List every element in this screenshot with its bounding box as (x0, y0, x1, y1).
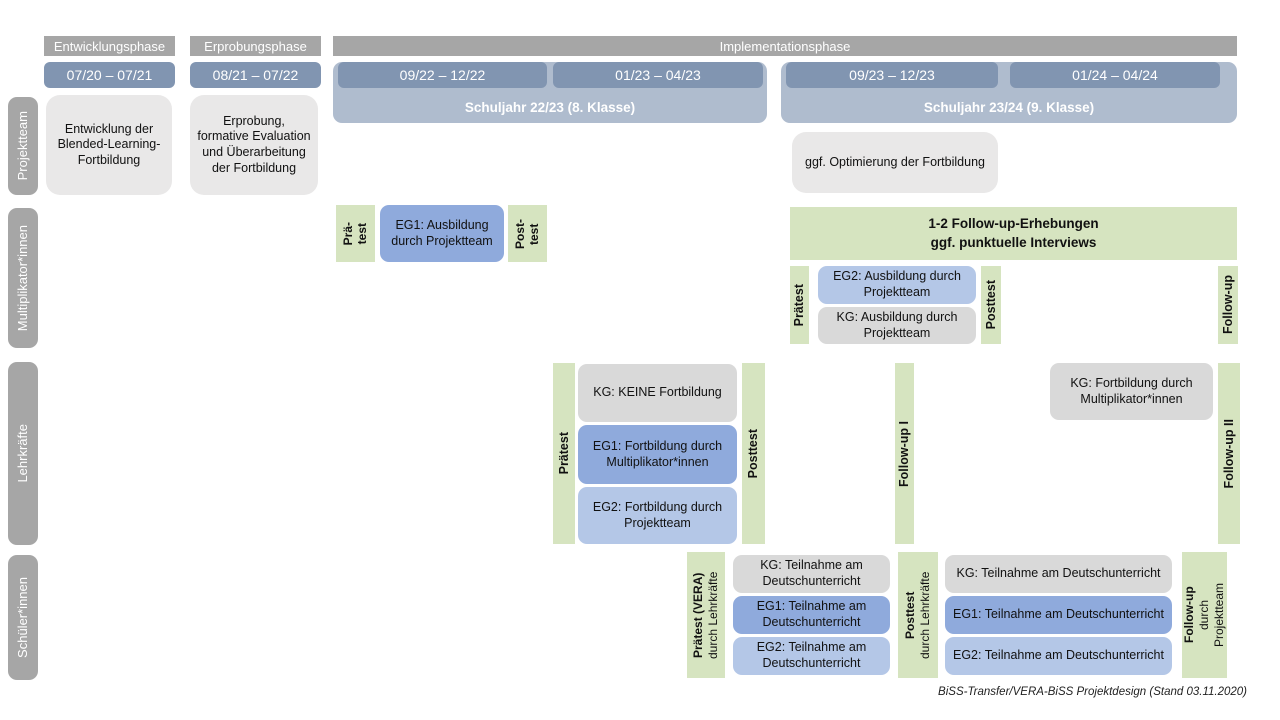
phase-bar-implementationsphase: Implementationsphase (333, 36, 1237, 56)
praetest-multiplikatoren-sj1: Prä- test (336, 205, 375, 262)
posttest-schueler-sub: durch Lehrkräfte (918, 571, 932, 659)
box-eg2-deutschunterricht-2: EG2: Teilnahme am Deutschunterricht (945, 637, 1172, 675)
praetest-vera-title: Prätest (VERA) (691, 572, 705, 658)
row-label-lehrkraefte: Lehrkräfte (8, 362, 38, 545)
box-entwicklung-fortbildung: Entwicklung der Blended-Learning-Fortbil… (46, 95, 172, 195)
box-kg-fortbildung-multiplikatoren: KG: Fortbildung durch Multiplikator*inne… (1050, 363, 1213, 420)
box-eg2-fortbildung-projektteam: EG2: Fortbildung durch Projektteam (578, 487, 737, 544)
followup-multiplikatoren-text: Follow-up (1220, 275, 1235, 335)
box-kg-deutschunterricht-2: KG: Teilnahme am Deutschunterricht (945, 555, 1172, 593)
followup-schueler-title: Follow-up (1182, 586, 1196, 644)
followup-schueler-text: Follow-up durch Projektteam (1182, 552, 1227, 678)
row-label-multiplikatorinnen: Multiplikator*innen (8, 208, 38, 348)
followup1-lehrkraefte: Follow-up I (895, 363, 914, 544)
schuljahr-22-23-label: Schuljahr 22/23 (8. Klasse) (464, 99, 636, 115)
phase-bar-erprobungsphase: Erprobungsphase (190, 36, 321, 56)
date-bar-0922-1222: 09/22 – 12/22 (338, 62, 547, 88)
box-eg1-deutschunterricht-1: EG1: Teilnahme am Deutschunterricht (733, 596, 890, 634)
box-eg1-ausbildung-projektteam: EG1: Ausbildung durch Projektteam (380, 205, 504, 262)
box-eg2-ausbildung-projektteam: EG2: Ausbildung durch Projektteam (818, 266, 976, 304)
box-kg-ausbildung-projektteam: KG: Ausbildung durch Projektteam (818, 307, 976, 344)
followup-schueler: Follow-up durch Projektteam (1182, 552, 1227, 678)
praetest-lehrkraefte: Prätest (553, 363, 575, 544)
followup2-lehrkraefte-text: Follow-up II (1221, 418, 1236, 489)
date-bar-0923-1223: 09/23 – 12/23 (786, 62, 998, 88)
box-kg-keine-fortbildung: KG: KEINE Fortbildung (578, 364, 737, 422)
posttest-multiplikatoren-sj2: Posttest (981, 266, 1001, 344)
posttest-lehrkraefte-text: Posttest (746, 428, 761, 479)
schuljahr-23-24-label: Schuljahr 23/24 (9. Klasse) (923, 99, 1095, 115)
posttest-schueler-text: Posttest durch Lehrkräfte (903, 552, 933, 678)
date-bar-0821-0722: 08/21 – 07/22 (190, 62, 321, 88)
praetest-vera-schueler: Prätest (VERA) durch Lehrkräfte (687, 552, 725, 678)
followup-multiplikatoren: Follow-up (1218, 266, 1238, 344)
posttest-multiplikatoren-sj1-text: Post- test (512, 218, 541, 249)
box-optimierung-fortbildung: ggf. Optimierung der Fortbildung (792, 132, 998, 193)
row-label-lehrkraefte-text: Lehrkräfte (14, 424, 30, 483)
row-label-projektteam: Projektteam (8, 97, 38, 195)
box-eg1-fortbildung-multiplikatoren: EG1: Fortbildung durch Multiplikator*inn… (578, 425, 737, 484)
praetest-vera-sub: durch Lehrkräfte (706, 571, 720, 659)
followup-schueler-sub1: durch (1197, 599, 1211, 631)
box-kg-deutschunterricht-1: KG: Teilnahme am Deutschunterricht (733, 555, 890, 593)
followup-schueler-sub2: Projektteam (1212, 582, 1226, 648)
posttest-schueler: Posttest durch Lehrkräfte (898, 552, 938, 678)
box-eg1-deutschunterricht-2: EG1: Teilnahme am Deutschunterricht (945, 596, 1172, 634)
row-label-projektteam-text: Projektteam (14, 111, 30, 181)
date-bar-0124-0424: 01/24 – 04/24 (1010, 62, 1220, 88)
posttest-multiplikatoren-sj1: Post- test (508, 205, 547, 262)
row-label-schuelerinnen-text: Schüler*innen (14, 577, 30, 658)
posttest-lehrkraefte: Posttest (742, 363, 765, 544)
date-bar-0123-0423: 01/23 – 04/23 (553, 62, 763, 88)
praetest-multiplikatoren-sj2: Prätest (790, 266, 809, 344)
row-label-multiplikatorinnen-text: Multiplikator*innen (14, 224, 30, 332)
praetest-lehrkraefte-text: Prätest (556, 432, 571, 475)
praetest-vera-schueler-text: Prätest (VERA) durch Lehrkräfte (691, 552, 721, 678)
box-eg2-deutschunterricht-1: EG2: Teilnahme am Deutschunterricht (733, 637, 890, 675)
phase-bar-entwicklungsphase: Entwicklungsphase (44, 36, 175, 56)
box-erprobung-evaluation: Erprobung, formative Evaluation und Über… (190, 95, 318, 195)
praetest-multiplikatoren-sj1-text: Prä- test (340, 221, 369, 246)
row-label-schuelerinnen: Schüler*innen (8, 555, 38, 680)
date-bar-0720-0721: 07/20 – 07/21 (44, 62, 175, 88)
followup2-lehrkraefte: Follow-up II (1218, 363, 1240, 544)
slide-caption: BiSS-Transfer/VERA-BiSS Projektdesign (S… (938, 686, 1247, 698)
posttest-schueler-title: Posttest (903, 591, 917, 639)
box-followup-erhebungen: 1-2 Follow-up-Erhebungen ggf. punktuelle… (790, 207, 1237, 260)
praetest-multiplikatoren-sj2-text: Prätest (792, 283, 807, 327)
posttest-multiplikatoren-sj2-text: Posttest (983, 280, 998, 330)
followup1-lehrkraefte-text: Follow-up I (897, 420, 912, 487)
